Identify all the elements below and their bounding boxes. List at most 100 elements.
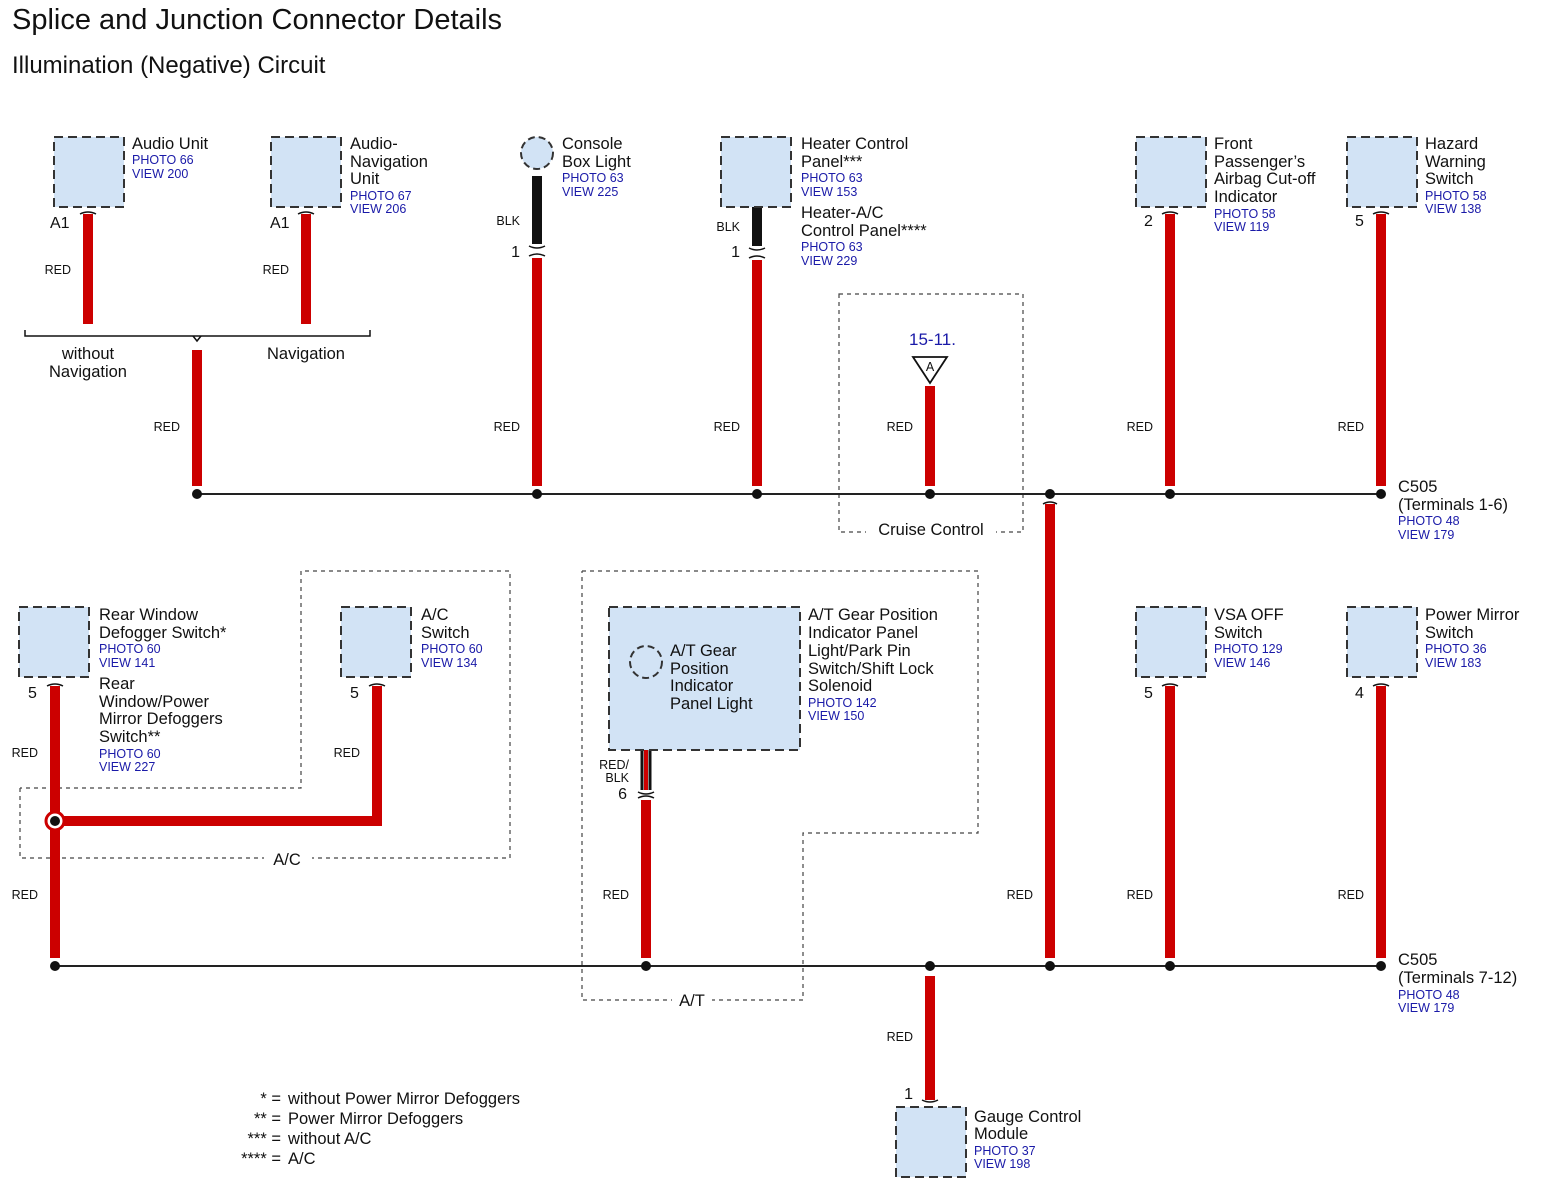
cross-ref-letter: A [926, 360, 935, 374]
ac-switch-name-line-1: A/C [421, 606, 449, 624]
wire-label-hazard: RED [1338, 420, 1364, 434]
at-panel-photo-link[interactable]: PHOTO 142 [808, 696, 877, 710]
option-bracket-tip [192, 335, 202, 343]
power-mirror-switch-label: Power Mirror Switch PHOTO 36 VIEW 183 [1425, 606, 1520, 670]
at-label-bg [672, 990, 712, 1010]
rear-power-mirror-photo-link[interactable]: PHOTO 60 [99, 747, 161, 761]
gauge-name-line-1: Gauge Control [974, 1108, 1081, 1126]
audio-nav-view-link[interactable]: VIEW 206 [350, 202, 406, 216]
cruise-control-label: Cruise Control [878, 521, 983, 539]
hazard-view-link[interactable]: VIEW 138 [1425, 202, 1481, 216]
heater-ac-name-line-1: Heater-A/C [801, 204, 884, 222]
power-mirror-photo-link[interactable]: PHOTO 36 [1425, 642, 1487, 656]
at-light-name-line-1: A/T Gear [670, 642, 737, 660]
audio-nav-unit-box [270, 136, 342, 208]
c505-bottom-view-link[interactable]: VIEW 179 [1398, 1001, 1454, 1015]
vsa-off-switch-box [1135, 606, 1207, 678]
console-photo-link[interactable]: PHOTO 63 [562, 171, 624, 185]
heater-ac-view-link[interactable]: VIEW 229 [801, 254, 857, 268]
rear-defogger-name-line-2: Defogger Switch* [99, 624, 227, 642]
vsa-off-switch-label: VSA OFF Switch PHOTO 129 VIEW 146 [1214, 606, 1284, 670]
c505-top-name: C505 [1398, 478, 1437, 496]
wire-label-rear-window-lower: RED [12, 888, 38, 902]
gauge-view-link[interactable]: VIEW 198 [974, 1157, 1030, 1171]
heater-control-panel-pin: 1 [731, 244, 740, 261]
audio-unit-view-link[interactable]: VIEW 200 [132, 167, 188, 181]
c505-top-photo-link[interactable]: PHOTO 48 [1398, 514, 1460, 528]
wire-label-cruise: RED [887, 420, 913, 434]
heater-view-link[interactable]: VIEW 153 [801, 185, 857, 199]
wire-color-labels: RED RED RED BLK RED BLK RED RED RED RED … [12, 214, 1364, 1044]
vsa-photo-link[interactable]: PHOTO 129 [1214, 642, 1283, 656]
airbag-name-line-1: Front [1214, 135, 1253, 153]
footnote-mark-2: ** = [254, 1110, 281, 1128]
console-box-light-bulb-icon [520, 136, 554, 170]
console-view-link[interactable]: VIEW 225 [562, 185, 618, 199]
at-light-name-line-4: Panel Light [670, 695, 753, 713]
power-mirror-name-line-1: Power Mirror [1425, 606, 1520, 624]
wire-label-at-redblk-1: RED/ [599, 758, 629, 772]
audio-unit-name: Audio Unit [132, 135, 209, 153]
ac-switch-box [340, 606, 412, 678]
airbag-photo-link[interactable]: PHOTO 58 [1214, 207, 1276, 221]
vsa-name-line-1: VSA OFF [1214, 606, 1284, 624]
without-navigation-label-1: without [61, 345, 115, 363]
audio-nav-photo-link[interactable]: PHOTO 67 [350, 189, 412, 203]
heater-photo-link[interactable]: PHOTO 63 [801, 171, 863, 185]
wire-label-option: RED [154, 420, 180, 434]
ac-switch-view-link[interactable]: VIEW 134 [421, 656, 477, 670]
console-name-line-2: Box Light [562, 153, 631, 171]
hazard-photo-link[interactable]: PHOTO 58 [1425, 189, 1487, 203]
at-panel-name-line-2: Indicator Panel [808, 624, 918, 642]
airbag-view-link[interactable]: VIEW 119 [1214, 220, 1269, 234]
vsa-view-link[interactable]: VIEW 146 [1214, 656, 1270, 670]
rear-power-mirror-view-link[interactable]: VIEW 227 [99, 760, 155, 774]
rear-window-defogger-label: Rear Window Defogger Switch* PHOTO 60 VI… [99, 606, 227, 774]
hazard-warning-switch-pin: 5 [1355, 213, 1364, 230]
at-panel-view-link[interactable]: VIEW 150 [808, 709, 864, 723]
footnote-text-3: without A/C [287, 1130, 372, 1148]
gauge-name-line-2: Module [974, 1125, 1028, 1143]
console-box-light-label: Console Box Light PHOTO 63 VIEW 225 [562, 135, 631, 199]
audio-unit-photo-link[interactable]: PHOTO 66 [132, 153, 194, 167]
page-subtitle: Illumination (Negative) Circuit [12, 52, 326, 79]
wire-label-console-blk: BLK [496, 214, 520, 228]
at-gear-panel-label: A/T Gear Position Indicator Panel Light/… [808, 606, 938, 723]
rear-defogger-photo-link[interactable]: PHOTO 60 [99, 642, 161, 656]
connector-clips [46, 211, 1390, 1103]
power-mirror-view-link[interactable]: VIEW 183 [1425, 656, 1481, 670]
heater-name-line-2: Panel*** [801, 153, 863, 171]
rear-defogger-name-line-1: Rear Window [99, 606, 198, 624]
c505-top-view-link[interactable]: VIEW 179 [1398, 528, 1454, 542]
console-name-line-1: Console [562, 135, 623, 153]
c505-bottom-photo-link[interactable]: PHOTO 48 [1398, 988, 1460, 1002]
front-passenger-airbag-pin: 2 [1144, 213, 1153, 230]
wire-label-power-mirror: RED [1338, 888, 1364, 902]
wire-label-ac-switch: RED [334, 746, 360, 760]
rear-defogger-view-link[interactable]: VIEW 141 [99, 656, 155, 670]
rear-window-defogger-pin: 5 [28, 685, 37, 702]
heater-ac-photo-link[interactable]: PHOTO 63 [801, 240, 863, 254]
at-light-name-line-3: Indicator [670, 677, 734, 695]
footnote-mark-1: * = [260, 1090, 281, 1108]
footnote-text-2: Power Mirror Defoggers [288, 1110, 463, 1128]
rear-power-mirror-name-line-1: Rear [99, 675, 135, 693]
wire-label-console-red: RED [494, 420, 520, 434]
vsa-name-line-2: Switch [1214, 624, 1263, 642]
at-gear-light-label: A/T Gear Position Indicator Panel Light [670, 642, 753, 713]
audio-nav-unit-label: Audio- Navigation Unit PHOTO 67 VIEW 206 [350, 135, 428, 216]
cross-ref-page-link[interactable]: 15-11. [909, 330, 956, 349]
ac-switch-label: A/C Switch PHOTO 60 VIEW 134 [421, 606, 483, 670]
c505-bottom-terminals: (Terminals 7-12) [1398, 969, 1517, 987]
gauge-photo-link[interactable]: PHOTO 37 [974, 1144, 1036, 1158]
footnote-mark-3: *** = [248, 1130, 281, 1148]
vsa-off-switch-pin: 5 [1144, 685, 1153, 702]
audio-unit-box [53, 136, 125, 208]
ac-switch-name-line-2: Switch [421, 624, 470, 642]
power-mirror-name-line-2: Switch [1425, 624, 1474, 642]
hazard-warning-switch-label: Hazard Warning Switch PHOTO 58 VIEW 138 [1425, 135, 1487, 216]
ac-switch-photo-link[interactable]: PHOTO 60 [421, 642, 483, 656]
wire-label-gauge: RED [887, 1030, 913, 1044]
hazard-warning-switch-box [1346, 136, 1418, 208]
